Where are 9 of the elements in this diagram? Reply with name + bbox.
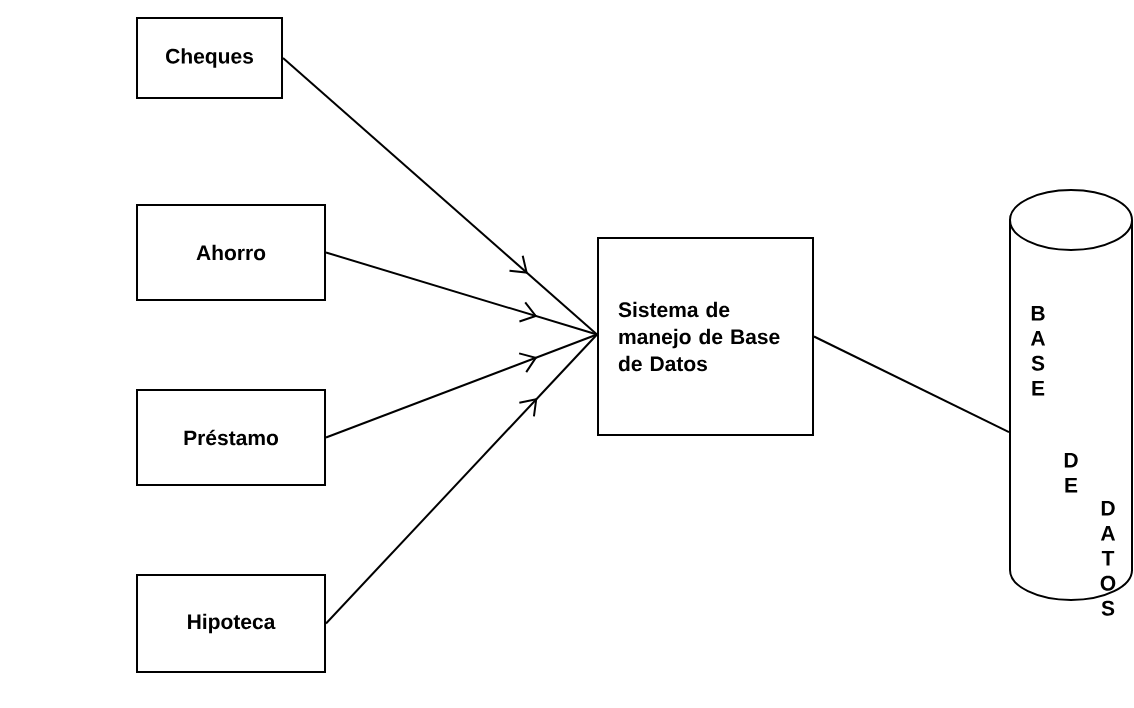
record-box: Cheques: [136, 17, 283, 99]
record-box: Préstamo: [136, 389, 326, 486]
cylinder-label: DATOS: [1100, 501, 1116, 616]
cylinder-label: DE: [1064, 453, 1078, 493]
record-box: Ahorro: [136, 204, 326, 301]
record-box: Hipoteca: [136, 574, 326, 673]
database-cylinder: [1009, 189, 1133, 601]
cylinder-label: BASE: [1030, 306, 1046, 396]
process-box: Sistema de manejo de Base de Datos: [597, 237, 814, 436]
